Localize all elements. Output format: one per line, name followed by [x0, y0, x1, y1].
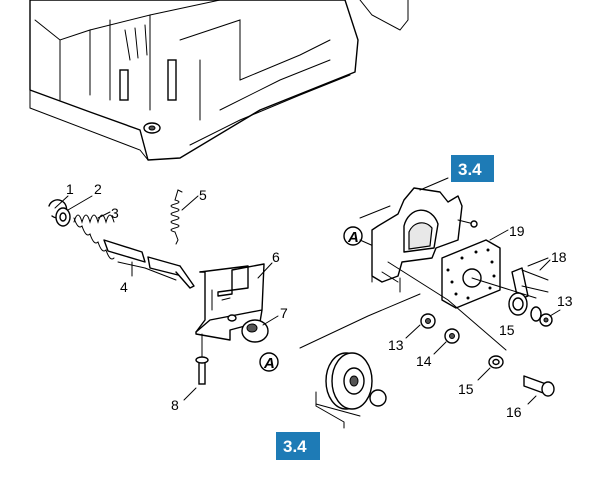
roller [325, 352, 387, 410]
flange-bushing [508, 292, 528, 316]
bolt [523, 375, 555, 405]
callout-4: 4 [120, 279, 128, 295]
callout-14: 14 [416, 353, 432, 369]
callout-7: 7 [280, 305, 288, 321]
housing-base [29, 0, 409, 161]
callout-8: 8 [171, 397, 179, 413]
callout-15-right: 15 [499, 322, 515, 338]
section-badge-bottom: 3.4 [276, 432, 320, 460]
callout-15-center: 15 [458, 381, 474, 397]
side-plate [359, 177, 478, 283]
washer [55, 195, 93, 227]
screw [183, 333, 209, 401]
callout-16: 16 [506, 404, 522, 420]
reference-marker-a-right-label: A [347, 229, 359, 246]
callout-1: 1 [66, 181, 74, 197]
section-badge-top: 3.4 [451, 155, 494, 182]
washer-center [477, 355, 504, 381]
shaft [103, 239, 195, 289]
mounting-bracket [195, 262, 273, 341]
callout-19: 19 [509, 223, 525, 239]
callout-2: 2 [94, 181, 102, 197]
callout-13-center: 13 [388, 337, 404, 353]
callout-5: 5 [199, 187, 207, 203]
leader-lines [299, 261, 537, 429]
callout-18: 18 [551, 249, 567, 265]
callout-labels: 1 2 3 4 5 6 7 8 13 14 15 16 19 18 15 13 [66, 181, 573, 420]
compression-spring [73, 211, 115, 260]
reference-marker-a-left: A [259, 352, 279, 372]
section-badge-top-label: 3.4 [458, 160, 482, 179]
spacer [433, 328, 460, 355]
nut [405, 313, 436, 339]
tension-spring [170, 189, 199, 245]
callout-6: 6 [272, 249, 280, 265]
callout-3: 3 [111, 205, 119, 221]
bushing [241, 315, 279, 343]
section-badge-bottom-label: 3.4 [283, 437, 307, 456]
reference-marker-a-left-label: A [263, 355, 275, 372]
washer-nut-right [530, 306, 561, 327]
callout-13-right: 13 [557, 293, 573, 309]
